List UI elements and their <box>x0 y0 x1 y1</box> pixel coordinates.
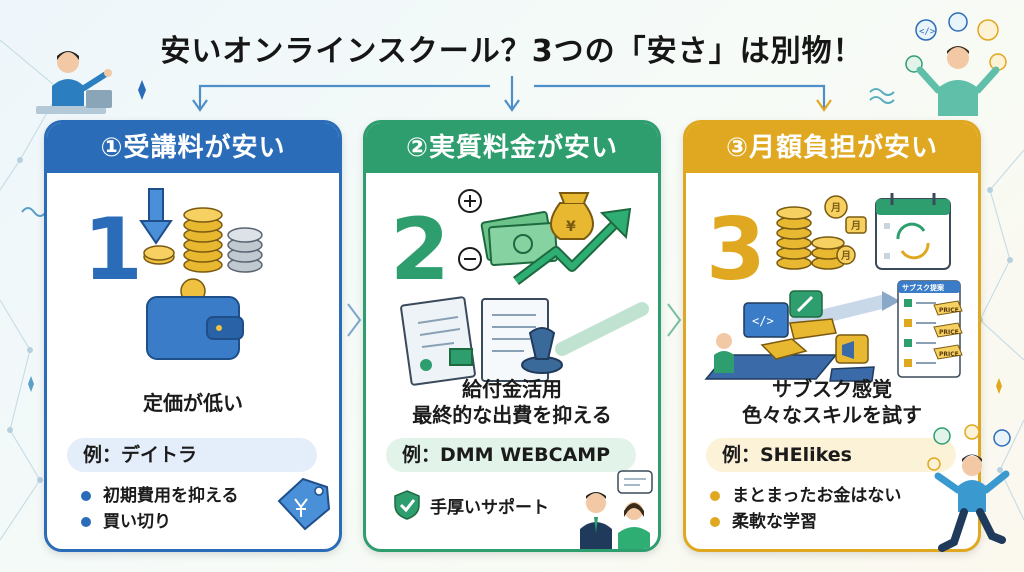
card1-illustration: 1 <box>83 188 263 360</box>
plus-icon <box>458 189 482 213</box>
card-header: ①受講料が安い <box>47 123 339 173</box>
list-item: 買い切り <box>81 509 239 535</box>
card-effective-cost: ②実質料金が安い 2 ¥ <box>363 120 661 552</box>
megaphone-icon <box>829 334 875 382</box>
example-label: 例：デイトラ <box>67 438 317 472</box>
card-monthly-cost: ③月額負担が安い 3 月 月 月 <box>683 120 981 552</box>
feature-text-line-1: 給付金活用 <box>462 377 562 401</box>
svg-text:PRICE: PRICE <box>939 351 959 358</box>
coin-stack-icon <box>776 206 845 270</box>
banknote-icon <box>480 211 559 267</box>
card-header: ③月額負担が安い <box>686 123 978 173</box>
support-text: 手厚いサポート <box>430 497 549 518</box>
skill-path-illustration <box>704 291 900 380</box>
calendar-cycle-icon <box>875 193 951 270</box>
feature-text: 定価が低い <box>143 391 243 415</box>
card-tuition-fee: ①受講料が安い 1 定価 <box>44 120 342 552</box>
svg-text:月: 月 <box>830 202 841 214</box>
step-number: 3 <box>706 200 766 300</box>
card2-illustration: 2 ¥ <box>390 189 649 386</box>
money-bag-icon: ¥ <box>550 192 594 240</box>
card-header: ②実質料金が安い <box>366 123 658 173</box>
chevron-right-icon <box>347 303 362 337</box>
wallet-icon <box>146 278 244 360</box>
price-tag-icon <box>277 477 331 531</box>
down-arrow-icon <box>139 188 173 245</box>
price-tag-icon: PRICE PRICE PRICE <box>933 300 963 360</box>
subscription-board: サブスク提案 PRICE PRICE PRICE <box>897 280 963 378</box>
code-icon: </> <box>743 302 808 360</box>
person-tech-icons-illustration: </> <box>905 12 1007 116</box>
svg-text:サブスク提案: サブスク提案 <box>902 283 945 292</box>
jumping-person-illustration <box>927 424 1011 552</box>
list-item: 柔軟な学習 <box>710 509 901 535</box>
shield-check-icon <box>394 490 420 520</box>
list-item: 初期費用を抑える <box>81 483 239 509</box>
svg-text:</>: </> <box>919 27 936 37</box>
month-coin-icons: 月 月 月 <box>824 195 867 265</box>
pencil-icon <box>789 290 837 340</box>
minus-icon <box>458 247 482 271</box>
example-label: 例：DMM WEBCAMP <box>386 438 636 472</box>
feature-text-line-1: サブスク感覚 <box>772 377 892 401</box>
svg-text:</>: </> <box>752 314 774 328</box>
advisor-people-illustration <box>580 470 653 549</box>
gold-coin-stack <box>183 207 223 273</box>
example-label: 例：SHElikes <box>706 438 956 472</box>
chevron-right-icon <box>667 303 682 337</box>
person-laptop-illustration <box>36 51 112 114</box>
step-number: 2 <box>390 200 450 300</box>
stamp-icon <box>449 327 563 374</box>
yen-coin-icon <box>143 245 175 265</box>
trend-up-arrow-icon <box>513 207 632 285</box>
support-note: 手厚いサポート <box>392 489 549 521</box>
svg-text:月: 月 <box>850 220 861 232</box>
svg-text:PRICE: PRICE <box>939 307 959 314</box>
card3-illustration: 3 月 月 月 <box>704 193 963 382</box>
swoosh-decoration <box>555 302 649 356</box>
feature-text-line-2: 最終的な出費を抑える <box>412 403 612 427</box>
list-item: まとまったお金はない <box>710 483 901 509</box>
svg-text:月: 月 <box>840 250 851 262</box>
svg-text:PRICE: PRICE <box>939 329 959 336</box>
step-number: 1 <box>83 200 143 300</box>
document-icon <box>400 296 549 386</box>
benefit-list: まとまったお金はない 柔軟な学習 <box>710 483 901 535</box>
page-title: 安いオンラインスクール？3つの「安さ」は別物！ <box>160 34 864 69</box>
benefit-list: 初期費用を抑える 買い切り <box>81 483 239 535</box>
feature-text-line-2: 色々なスキルを試す <box>742 403 922 427</box>
silver-coin-stack <box>227 227 263 273</box>
svg-text:¥: ¥ <box>566 219 576 235</box>
